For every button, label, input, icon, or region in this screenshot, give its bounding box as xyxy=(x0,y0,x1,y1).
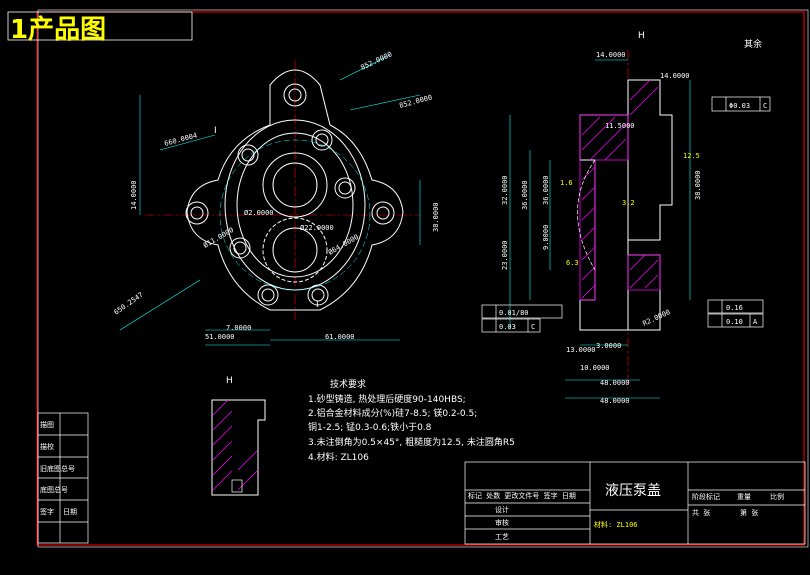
left-row-6: 日期 xyxy=(63,508,77,516)
title-block xyxy=(464,461,806,545)
front-dimensions xyxy=(119,54,421,346)
tol-perp-ref: C xyxy=(531,323,535,331)
dim-side-10: 10.0000 xyxy=(580,364,610,372)
dim-side-top: 14.0000 xyxy=(596,51,626,59)
dim-side-14b: 14.0000 xyxy=(660,72,690,80)
rough-1-6-a: 1.6 xyxy=(560,179,573,187)
tol-runout-b: 0.10 xyxy=(726,318,743,326)
dim-side-32: 32.0000 xyxy=(501,175,509,205)
technical-requirements: 技术要求 1.砂型铸造, 热处理后硬度90-140HBS; 2.铝合金材料成分(… xyxy=(308,378,515,463)
dim-side-48a: 48.0000 xyxy=(600,379,630,387)
dim-side-38: 38.0000 xyxy=(694,170,702,200)
req-item-5: 4.材料: ZL106 xyxy=(308,451,369,463)
left-row-3: 旧底图总号 xyxy=(40,464,75,473)
section-mark-top: I xyxy=(214,126,217,136)
rough-3-2-a: 3.2 xyxy=(622,199,635,207)
dim-front-51: 51.0000 xyxy=(205,333,235,341)
tb-stage: 阶段标记 xyxy=(692,492,720,501)
dim-side-48b: 48.0000 xyxy=(600,397,630,405)
tb-row-process: 工艺 xyxy=(495,533,509,541)
left-row-4: 底图总号 xyxy=(40,485,68,494)
dim-front-angle-a: 660.0004 xyxy=(163,131,198,147)
tol-conc-ref: C xyxy=(763,102,767,110)
tol-conc: Φ0.03 xyxy=(729,102,750,110)
tolerance-frames xyxy=(481,96,771,333)
dim-side-23: 23.0000 xyxy=(501,240,509,270)
tb-weight: 重量 xyxy=(737,493,751,501)
outer-frame xyxy=(36,11,805,546)
dim-front-dia-d: Ø22.0000 xyxy=(300,224,334,232)
tol-flatness: 0.01/80 xyxy=(499,309,529,317)
tol-perp: 0.03 xyxy=(499,323,516,331)
dim-side-11: 11.5000 xyxy=(605,122,635,130)
dim-front-radius-a: 852.0000 xyxy=(359,50,393,72)
detail-view xyxy=(211,399,266,496)
left-side-table xyxy=(37,412,89,544)
header-box xyxy=(7,11,193,41)
dim-front-dia-c: Ø2.0000 xyxy=(244,209,274,217)
req-item-3: 铜1-2.5; 锰0.3-0.6;铁小于0.8 xyxy=(308,421,432,433)
dim-front-dia-b: Ø64.0000 xyxy=(327,233,360,257)
tb-row-review: 审核 xyxy=(495,518,509,527)
left-row-1: 描图 xyxy=(40,420,54,429)
surface-finish-note: 其余 xyxy=(744,38,762,50)
drawing-name: 液压泵盖 xyxy=(605,483,661,499)
dim-front-38: 38.0000 xyxy=(432,202,440,232)
dim-front-7: 7.0000 xyxy=(226,324,251,332)
tol-runout-a: 0.16 xyxy=(726,304,743,312)
req-item-4: 3.未注倒角为0.5×45°, 粗糙度为12.5, 未注圆角R5 xyxy=(308,436,515,448)
req-item-1: 1.砂型铸造, 热处理后硬度90-140HBS; xyxy=(308,393,466,405)
section-mark-bottom: I xyxy=(316,300,319,310)
rough-6-3: 6.3 xyxy=(566,259,579,267)
dim-side-9: 9.0000 xyxy=(542,225,550,250)
material-label: 材料: ZL106 xyxy=(594,520,638,529)
tb-scale: 比例 xyxy=(770,492,784,501)
dim-side-3: 3.0000 xyxy=(596,342,621,350)
page-title: 1产品图 xyxy=(10,15,106,45)
front-view xyxy=(145,60,420,320)
left-row-2: 描校 xyxy=(40,442,54,451)
rough-12-5: 12.5 xyxy=(683,152,700,160)
section-view xyxy=(577,50,673,390)
tb-row-design: 设计 xyxy=(495,505,509,514)
left-row-5: 签字 xyxy=(40,507,54,516)
tol-runout-ref: A xyxy=(753,318,758,326)
tb-row-header: 标记 处数 更改文件号 签字 日期 xyxy=(468,491,576,500)
tb-sheet-number: 第 张 xyxy=(740,508,758,517)
section-title-h: H xyxy=(638,31,645,41)
dim-front-61: 61.0000 xyxy=(325,333,355,341)
section-dimensions xyxy=(509,59,691,399)
dim-side-36a: 36.0000 xyxy=(521,180,529,210)
tb-sheets-total: 共 张 xyxy=(692,508,710,517)
dim-side-36b: 36.0000 xyxy=(542,175,550,205)
dim-front-angle-b: 650.2547 xyxy=(113,291,145,317)
req-title: 技术要求 xyxy=(330,378,366,390)
req-item-2: 2.铝合金材料成分(%)硅7-8.5; 镁0.2-0.5; xyxy=(308,407,477,419)
dim-side-13: 13.0000 xyxy=(566,346,596,354)
detail-title-h: H xyxy=(226,376,233,386)
dim-front-height: 14.0000 xyxy=(130,180,138,210)
inner-frame xyxy=(37,9,809,548)
